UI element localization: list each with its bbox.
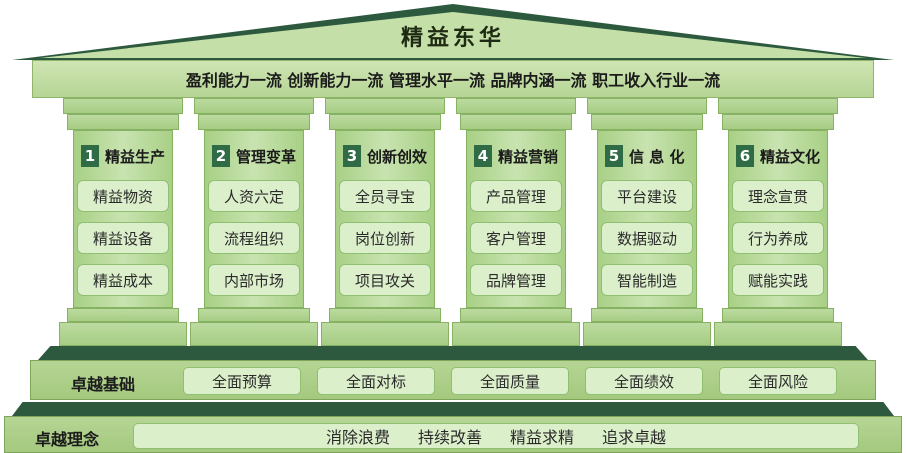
pillar-item: 项目攻关 <box>339 264 431 296</box>
pillar-header: 3 创新创效 <box>343 144 427 168</box>
pillar-item: 智能制造 <box>601 264 693 296</box>
pillar-capital-lower <box>67 114 179 130</box>
pillar-capital <box>587 98 707 114</box>
pillar-base <box>452 322 580 346</box>
pillar-item: 数据驱动 <box>601 222 693 254</box>
pillar-base-upper <box>67 308 179 322</box>
philosophy-top-band <box>12 402 894 416</box>
foundation-tier: 卓越基础 全面预算 全面对标 全面质量 全面绩效 全面风险 <box>30 360 876 400</box>
foundation-item: 全面绩效 <box>585 367 703 395</box>
pillar-base-upper <box>329 308 441 322</box>
philosophy-bar: 消除浪费 持续改善 精益求精 追求卓越 <box>133 423 859 449</box>
pillar-number-badge: 6 <box>736 145 754 167</box>
philosophy-item: 精益求精 <box>510 428 575 447</box>
pillar-number-badge: 2 <box>212 145 230 167</box>
pillar-base <box>714 322 842 346</box>
pillar-base-upper <box>198 308 310 322</box>
pillar-item: 流程组织 <box>208 222 300 254</box>
pillar-item: 客户管理 <box>470 222 562 254</box>
pillar-base-upper <box>591 308 703 322</box>
pillar-header: 4 精益营销 <box>474 144 558 168</box>
pillar-title: 管理变革 <box>236 147 297 166</box>
pillar-item: 品牌管理 <box>470 264 562 296</box>
pillar-base-upper <box>722 308 834 322</box>
pillar-item: 全员寻宝 <box>339 180 431 212</box>
top-beam: 盈利能力一流 创新能力一流 管理水平一流 品牌内涵一流 职工收入行业一流 <box>32 60 874 98</box>
pillar-title: 信 息 化 <box>629 147 685 166</box>
foundation-item: 全面风险 <box>719 367 837 395</box>
foundation-item: 全面质量 <box>451 367 569 395</box>
pillar-base <box>190 322 318 346</box>
pillar-item: 赋能实践 <box>732 264 824 296</box>
pillar-item: 理念宣贯 <box>732 180 824 212</box>
roof-title: 精益东华 <box>400 26 505 51</box>
pillar-number-badge: 3 <box>343 145 361 167</box>
philosophy-item: 持续改善 <box>417 428 482 447</box>
pillar-header: 1 精益生产 <box>81 144 165 168</box>
pillar-item: 岗位创新 <box>339 222 431 254</box>
pillar-number-badge: 4 <box>474 145 492 167</box>
pillar-header: 6 精益文化 <box>736 144 820 168</box>
foundation-label: 卓越基础 <box>71 375 136 394</box>
pillar-item: 产品管理 <box>470 180 562 212</box>
philosophy-label: 卓越理念 <box>35 430 100 449</box>
pillar-number-badge: 5 <box>605 145 623 167</box>
pillar-capital-lower <box>460 114 572 130</box>
philosophy-item: 消除浪费 <box>325 428 390 447</box>
pillar-title: 精益文化 <box>760 147 821 166</box>
pillar-capital <box>325 98 445 114</box>
pillar-capital-lower <box>198 114 310 130</box>
pillar-capital-lower <box>329 114 441 130</box>
roof <box>12 4 894 60</box>
pillar-capital <box>194 98 314 114</box>
pillar-header: 2 管理变革 <box>212 144 296 168</box>
pillar-capital-lower <box>591 114 703 130</box>
pillar-capital <box>456 98 576 114</box>
pillar-item: 平台建设 <box>601 180 693 212</box>
pillar-capital <box>63 98 183 114</box>
pillar-item: 内部市场 <box>208 264 300 296</box>
pillar-base-upper <box>460 308 572 322</box>
philosophy-item: 追求卓越 <box>602 428 667 447</box>
pillar-header: 5 信 息 化 <box>605 144 684 168</box>
foundation-item: 全面对标 <box>317 367 435 395</box>
pillar-base <box>59 322 187 346</box>
pillar-item: 行为养成 <box>732 222 824 254</box>
pillar-title: 精益营销 <box>498 147 559 166</box>
pillar-base <box>583 322 711 346</box>
pillar-item: 精益物资 <box>77 180 169 212</box>
pillar-capital <box>718 98 838 114</box>
pillar-item: 人资六定 <box>208 180 300 212</box>
philosophy-tier: 卓越理念 消除浪费 持续改善 精益求精 追求卓越 <box>4 416 902 453</box>
pillar-title: 创新创效 <box>367 147 428 166</box>
pillar-number-badge: 1 <box>81 145 99 167</box>
foundation-top-band <box>38 346 868 360</box>
pillar-item: 精益设备 <box>77 222 169 254</box>
pillar-base <box>321 322 449 346</box>
pillar-capital-lower <box>722 114 834 130</box>
pillar-title: 精益生产 <box>105 147 166 166</box>
pillar-item: 精益成本 <box>77 264 169 296</box>
foundation-item: 全面预算 <box>183 367 301 395</box>
beam-goals-text: 盈利能力一流 创新能力一流 管理水平一流 品牌内涵一流 职工收入行业一流 <box>185 71 721 90</box>
